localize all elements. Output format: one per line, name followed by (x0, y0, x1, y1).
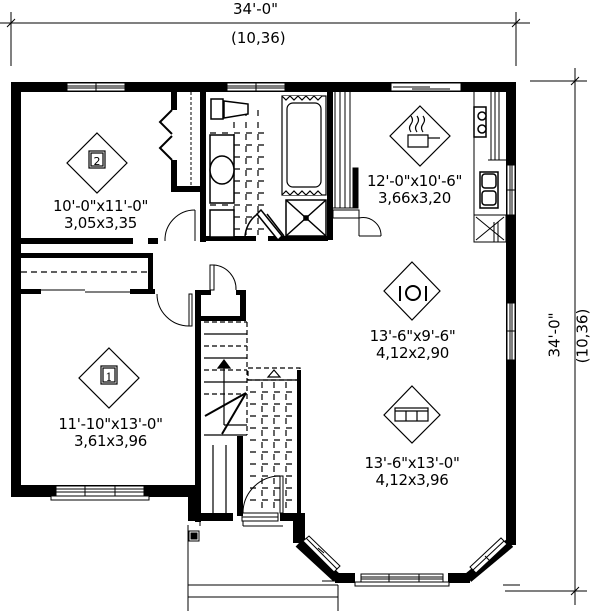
staircase (204, 321, 248, 436)
pantry-door[interactable] (332, 209, 382, 237)
room-label-bedroom-2: 10'-0"x11'-0" 3,05x3,35 (38, 198, 163, 232)
svg-text:1: 1 (106, 371, 113, 384)
toilet-icon (210, 98, 249, 120)
right-dimension-imperial: 34'-0" (545, 312, 564, 358)
kitchen-sink-icon (479, 171, 499, 209)
bathroom-sink-icon (209, 134, 235, 238)
room-label-kitchen: 12'-0"x10'-6" 3,66x3,20 (352, 173, 477, 207)
bathroom (209, 95, 327, 242)
bathroom-door (244, 208, 285, 242)
cooktop-icon (473, 106, 487, 138)
bedroom-2-closet (158, 92, 192, 186)
right-dimension-line (505, 68, 587, 605)
windows (50, 82, 516, 587)
dining-imperial: 13'-6"x9'-6" (369, 327, 456, 345)
bedroom-1-icon: 1 (78, 347, 140, 409)
kitchen-imperial: 12'-0"x10'-6" (366, 172, 463, 190)
pantry-shelves (333, 92, 359, 209)
plate-fork-knife-icon (383, 261, 441, 321)
room-label-bedroom-1: 11'-10"x13'-0" 3,61x3,96 (43, 416, 178, 450)
kitchen (332, 92, 507, 243)
room-label-living: 13'-6"x13'-0" 4,12x3,96 (347, 455, 477, 489)
top-dimension-metric: (10,36) (231, 29, 286, 47)
hall-closet (21, 271, 148, 293)
bedroom-2-door[interactable] (164, 209, 196, 242)
living-imperial: 13'-6"x13'-0" (364, 454, 460, 472)
interior-walls (21, 92, 333, 522)
front-porch (187, 521, 520, 611)
shower-icon (285, 199, 327, 237)
svg-text:2: 2 (94, 155, 101, 168)
dining-metric: 4,12x2,90 (376, 344, 449, 362)
front-entry-door[interactable] (242, 475, 284, 514)
corner-cabinet (473, 214, 507, 243)
bedroom-1-imperial: 11'-10"x13'-0" (58, 415, 163, 433)
top-dimension-line (0, 12, 530, 66)
entry-tile-floor (199, 367, 301, 515)
cooking-pot-icon (389, 105, 451, 167)
room-label-dining: 13'-6"x9'-6" 4,12x2,90 (350, 328, 475, 362)
bay-side-windows (302, 535, 508, 574)
bedroom-1-door[interactable] (156, 293, 193, 327)
bathtub-icon (281, 95, 327, 196)
right-dimension-metric: (10,36) (573, 308, 592, 364)
bedroom-2-imperial: 10'-0"x11'-0" (52, 197, 149, 215)
top-dimension-imperial: 34'-0" (233, 0, 279, 18)
kitchen-metric: 3,66x3,20 (378, 189, 451, 207)
living-metric: 4,12x3,96 (375, 471, 449, 489)
bedroom-1-metric: 3,61x3,96 (74, 432, 147, 450)
sofa-icon (383, 385, 441, 444)
bedroom-2-metric: 3,05x3,35 (64, 214, 137, 232)
bedroom-2-icon: 2 (66, 132, 128, 194)
stair-top-door[interactable] (209, 264, 237, 291)
